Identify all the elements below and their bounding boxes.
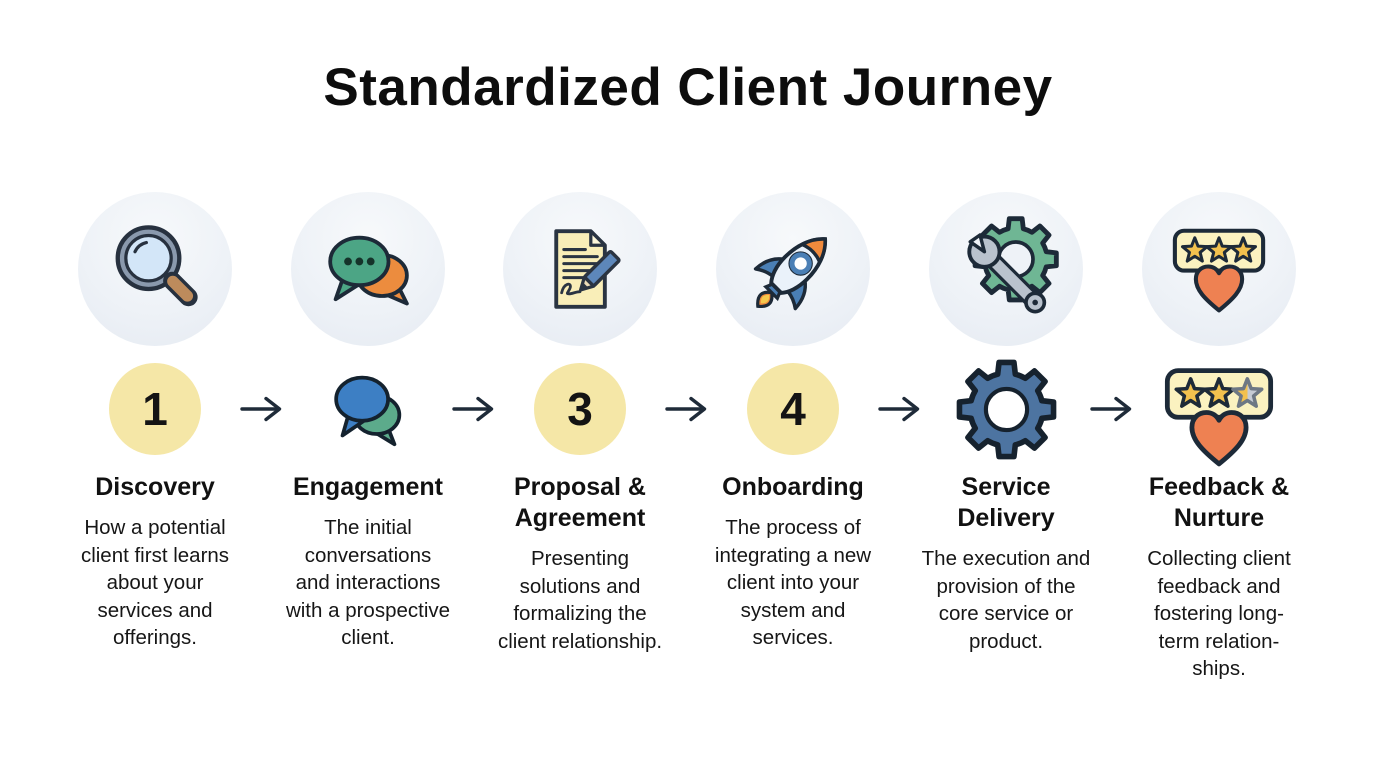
stage-description: Presenting solutions and formalizing the… xyxy=(497,547,663,653)
rating-stars-heart-icon xyxy=(1164,368,1274,467)
wrench-gear-icon xyxy=(967,215,1060,314)
stage-title: Engagement xyxy=(292,473,444,501)
step-marker-5 xyxy=(891,363,1121,455)
right-arrow-icon xyxy=(240,396,282,422)
chat-bubbles-icon xyxy=(328,235,409,306)
stage-description: How a potential client first learns abou… xyxy=(80,516,230,649)
step-marker-6 xyxy=(1104,363,1334,467)
rating-stars-heart-icon xyxy=(1172,228,1266,312)
step-number-badge: 4 xyxy=(747,363,839,455)
feedback-icon-bubble xyxy=(1142,192,1296,346)
right-arrow-icon xyxy=(1090,396,1132,422)
discovery-icon-bubble xyxy=(78,192,232,346)
step-number: 3 xyxy=(567,383,593,435)
stage-feedback-nurture: Feedback & Nurture Collecting client fee… xyxy=(1104,192,1334,683)
chat-bubbles-icon xyxy=(334,375,402,447)
stage-service-delivery: Service Delivery The execution and provi… xyxy=(891,192,1121,655)
stage-title: Service Delivery xyxy=(957,473,1055,532)
stage-title: Proposal & Agreement xyxy=(514,473,646,532)
rocket-icon xyxy=(753,237,828,311)
onboarding-icon-bubble xyxy=(716,192,870,346)
signed-document-icon xyxy=(554,229,621,309)
service-icon-bubble xyxy=(929,192,1083,346)
proposal-icon-bubble xyxy=(503,192,657,346)
right-arrow-icon xyxy=(665,396,707,422)
step-number-badge: 3 xyxy=(534,363,626,455)
stage-description: The execution and provision of the core … xyxy=(921,547,1091,653)
right-arrow-icon xyxy=(878,396,920,422)
step-marker-3: 3 xyxy=(465,363,695,455)
stage-title: Discovery xyxy=(95,473,215,501)
gear-icon xyxy=(955,358,1058,461)
step-marker-1: 1 xyxy=(40,363,270,455)
stage-description: The initial conversations and interactio… xyxy=(285,516,451,649)
step-number: 1 xyxy=(142,383,168,435)
step-number: 4 xyxy=(780,383,806,435)
stage-proposal-agreement: 3 Proposal & Agreement Presenting soluti… xyxy=(465,192,695,655)
stage-description: The process of integrating a new client … xyxy=(714,516,872,649)
step-number-badge: 1 xyxy=(109,363,201,455)
stage-description: Collecting client feedback and fostering… xyxy=(1147,547,1291,680)
stage-title: Feedback & Nurture xyxy=(1148,473,1290,532)
right-arrow-icon xyxy=(452,396,494,422)
stage-onboarding: 4 Onboarding The process of integrating … xyxy=(678,192,908,652)
pen-icon xyxy=(578,249,621,292)
magnifier-icon xyxy=(115,225,198,307)
stage-title: Onboarding xyxy=(722,473,864,501)
stage-engagement: Engagement The initial conversations and… xyxy=(253,192,483,652)
page-title: Standardized Client Journey xyxy=(323,58,1053,117)
step-marker-4: 4 xyxy=(678,363,908,455)
stage-discovery: 1 Discovery How a potential client first… xyxy=(40,192,270,652)
step-marker-2 xyxy=(253,363,483,455)
engagement-icon-bubble xyxy=(291,192,445,346)
